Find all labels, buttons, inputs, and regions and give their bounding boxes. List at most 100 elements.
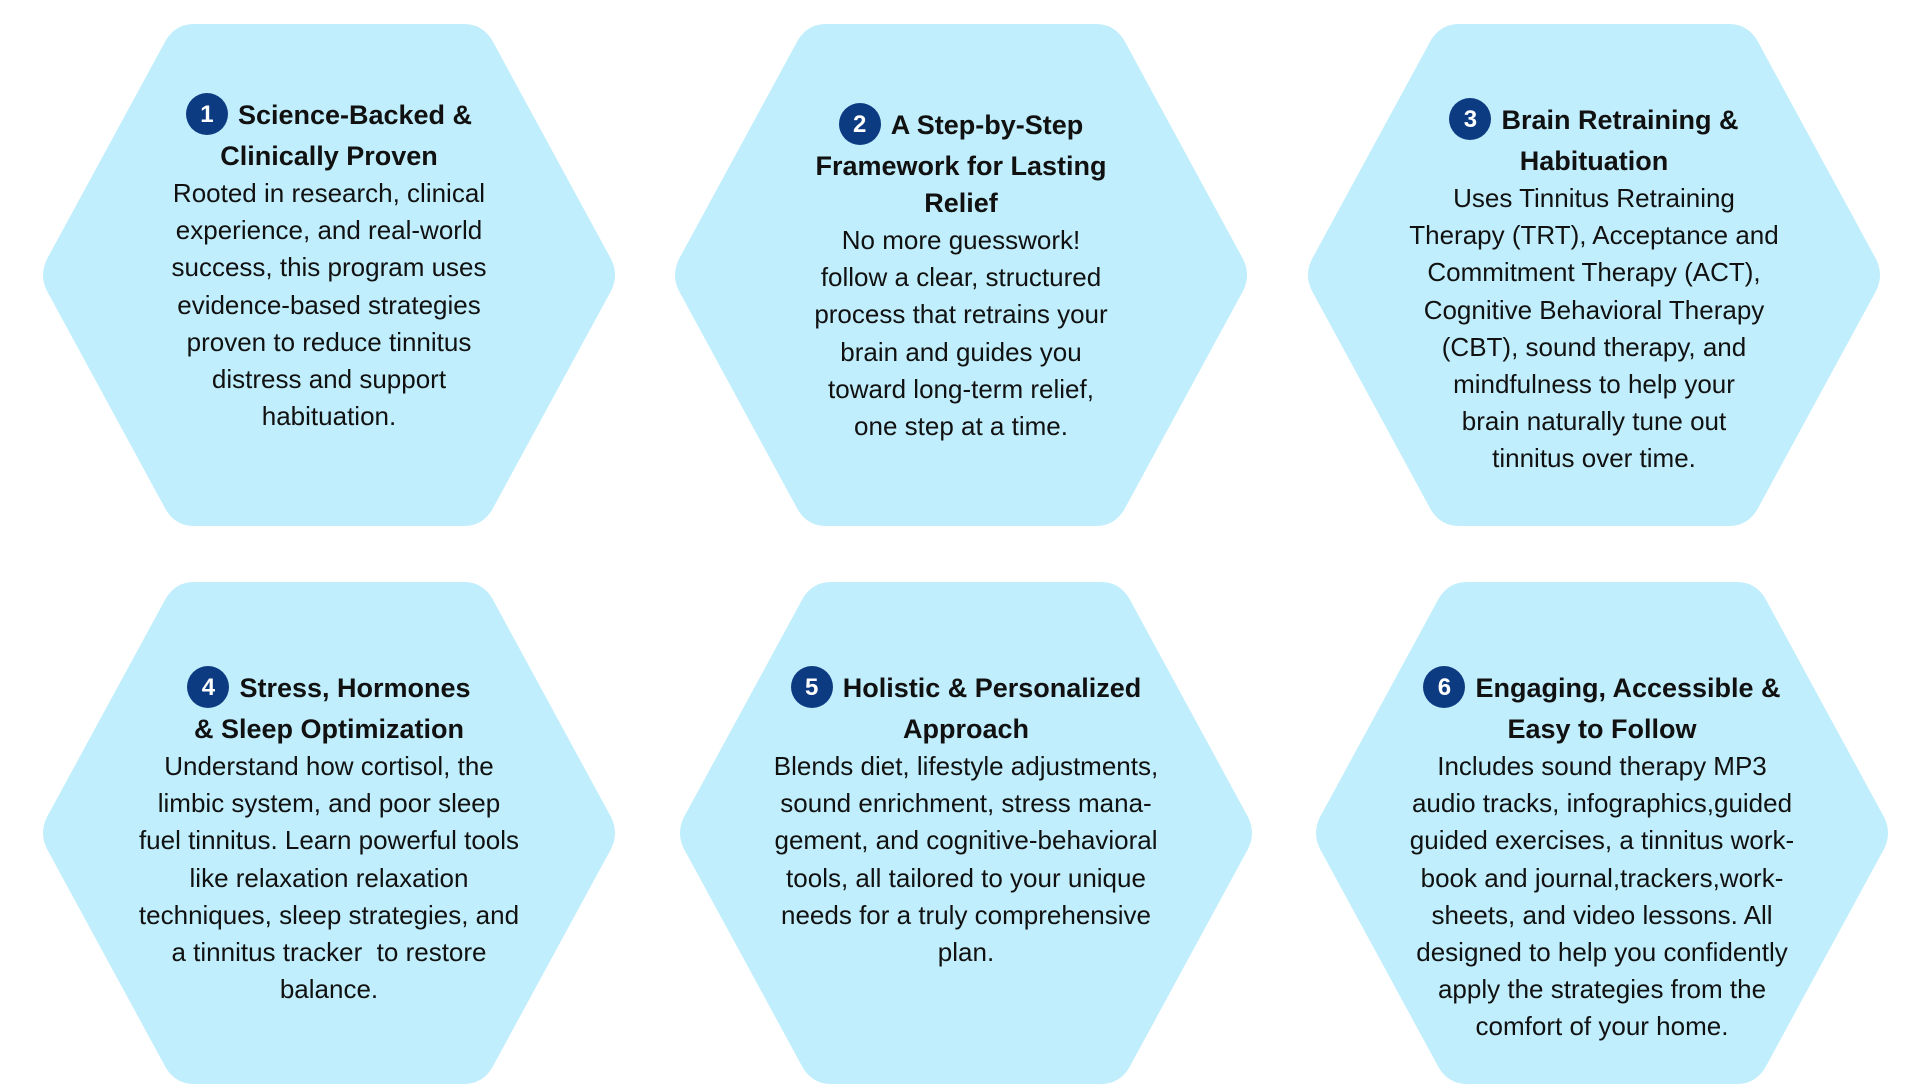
feature-title-text: Stress, Hormones bbox=[239, 673, 471, 704]
feature-description-line: habituation. bbox=[261, 401, 397, 432]
feature-title-text: Relief bbox=[924, 188, 998, 218]
feature-description-line: apply the strategies from the bbox=[1437, 974, 1767, 1005]
feature-title: 3 Brain Retraining & Habituation bbox=[1384, 98, 1804, 180]
feature-description-line: Cognitive Behavioral Therapy bbox=[1423, 294, 1765, 325]
feature-description-line: experience, and real-world bbox=[175, 215, 483, 246]
feature-description-line: proven to reduce tinnitus bbox=[186, 326, 472, 357]
feature-description: Rooted in research, clinical experience, … bbox=[119, 175, 539, 435]
feature-title-line: 5 Holistic & Personalized bbox=[756, 666, 1176, 711]
feature-title: 1 Science-Backed & Clinically Proven bbox=[119, 93, 539, 175]
feature-title-text: Clinically Proven bbox=[220, 141, 438, 171]
feature-description-line: evidence-based strategies bbox=[177, 289, 481, 320]
feature-description-line: Commitment Therapy (ACT), bbox=[1427, 257, 1761, 288]
hexagon-shape bbox=[1308, 24, 1880, 526]
feature-title-line: 6 Engaging, Accessible & bbox=[1392, 666, 1812, 711]
hexagon-shape bbox=[43, 582, 615, 1084]
feature-title-text: A Step-by-Step bbox=[890, 110, 1084, 141]
feature-description-line: gement, and cognitive-behavioral bbox=[774, 825, 1158, 856]
feature-description-line: success, this program uses bbox=[171, 252, 487, 283]
feature-title-text: Science-Backed & bbox=[237, 100, 473, 131]
feature-title-text: & Sleep Optimization bbox=[193, 714, 465, 744]
feature-title-line: & Sleep Optimization bbox=[119, 711, 539, 748]
hexagon-shape bbox=[1316, 582, 1888, 1084]
feature-title-line: Habituation bbox=[1384, 143, 1804, 180]
feature-description-line: toward long-term relief, bbox=[828, 373, 1094, 404]
feature-description: Blends diet, lifestyle adjustments, sound… bbox=[756, 748, 1176, 971]
feature-description-line: book and journal,trackers,work- bbox=[1420, 862, 1784, 893]
feature-description-line: fuel tinnitus. Learn powerful tools bbox=[138, 825, 520, 856]
feature-description-line: sheets, and video lessons. All bbox=[1431, 899, 1773, 930]
feature-title-text: Holistic & Personalized bbox=[842, 673, 1142, 704]
feature-title-line: Clinically Proven bbox=[119, 138, 539, 175]
feature-description-line: tinnitus over time. bbox=[1492, 443, 1696, 474]
feature-title-line: Relief bbox=[751, 185, 1171, 222]
feature-description-line: like relaxation relaxation bbox=[189, 862, 469, 893]
feature-description-line: follow a clear, structured bbox=[820, 262, 1102, 293]
feature-description-line: Uses Tinnitus Retraining bbox=[1453, 183, 1735, 213]
feature-title-line: Easy to Follow bbox=[1392, 711, 1812, 748]
hexagon-shape bbox=[675, 24, 1247, 526]
number-badge: 3 bbox=[1449, 98, 1492, 140]
feature-description-line: limbic system, and poor sleep bbox=[157, 788, 501, 819]
feature-description-line: a tinnitus tracker to restore bbox=[171, 937, 487, 968]
feature-title-text: Framework for Lasting bbox=[815, 151, 1107, 181]
feature-description-line: Understand how cortisol, the bbox=[164, 751, 494, 781]
feature-description-line: techniques, sleep strategies, and bbox=[138, 899, 520, 930]
feature-title-text: Approach bbox=[902, 714, 1029, 744]
feature-title-line: 4 Stress, Hormones bbox=[119, 666, 539, 711]
feature-description-line: balance. bbox=[279, 974, 379, 1005]
hexagon-shape bbox=[680, 582, 1252, 1084]
feature-description-line: designed to help you confidently bbox=[1416, 937, 1788, 968]
feature-title-line: 3 Brain Retraining & bbox=[1384, 98, 1804, 143]
feature-description-line: mindfulness to help your bbox=[1453, 369, 1735, 400]
feature-description-line: process that retrains your bbox=[814, 299, 1108, 330]
feature-title: 6 Engaging, Accessible & Easy to Follow bbox=[1392, 666, 1812, 748]
number-badge: 4 bbox=[187, 666, 230, 708]
feature-description-line: brain and guides you bbox=[840, 336, 1082, 367]
feature-title-text: Easy to Follow bbox=[1507, 714, 1697, 744]
feature-description-line: plan. bbox=[937, 937, 995, 968]
feature-description-line: distress and support bbox=[211, 364, 447, 395]
feature-title-text: Brain Retraining & bbox=[1501, 105, 1739, 136]
feature-description-line: guided exercises, a tinnitus work- bbox=[1409, 825, 1795, 856]
number-badge: 1 bbox=[185, 93, 228, 135]
feature-description-line: Includes sound therapy MP3 bbox=[1437, 751, 1767, 781]
feature-description: No more guesswork!follow a clear, struct… bbox=[751, 222, 1171, 445]
number-badge: 5 bbox=[790, 666, 833, 708]
feature-description-line: audio tracks, infographics,guided bbox=[1411, 788, 1793, 819]
feature-title-text: Habituation bbox=[1519, 146, 1669, 176]
feature-title-line: Framework for Lasting bbox=[751, 148, 1171, 185]
feature-description: Understand how cortisol, the limbic syste… bbox=[119, 748, 539, 1008]
feature-title-line: Approach bbox=[756, 711, 1176, 748]
number-badge: 2 bbox=[838, 103, 881, 145]
feature-description: Includes sound therapy MP3 audio tracks, … bbox=[1392, 748, 1812, 1046]
feature-title-text: Engaging, Accessible & bbox=[1475, 673, 1781, 704]
number-badge: 6 bbox=[1423, 666, 1466, 708]
feature-description-line: one step at a time. bbox=[854, 411, 1068, 442]
feature-title-line: 2 A Step-by-Step bbox=[751, 103, 1171, 148]
feature-description-line: sound enrichment, stress mana- bbox=[780, 788, 1152, 819]
feature-description-line: Blends diet, lifestyle adjustments, bbox=[773, 751, 1159, 781]
feature-description-line: Rooted in research, clinical bbox=[172, 178, 486, 208]
feature-description-line: comfort of your home. bbox=[1475, 1011, 1729, 1042]
feature-title-line: 1 Science-Backed & bbox=[119, 93, 539, 138]
feature-description-line: Therapy (TRT), Acceptance and bbox=[1409, 220, 1779, 251]
feature-description-line: brain naturally tune out bbox=[1461, 406, 1727, 437]
feature-description-line: tools, all tailored to your unique bbox=[786, 862, 1146, 893]
hexagon-shape bbox=[43, 24, 615, 526]
feature-title: 4 Stress, Hormones & Sleep Optimization bbox=[119, 666, 539, 748]
